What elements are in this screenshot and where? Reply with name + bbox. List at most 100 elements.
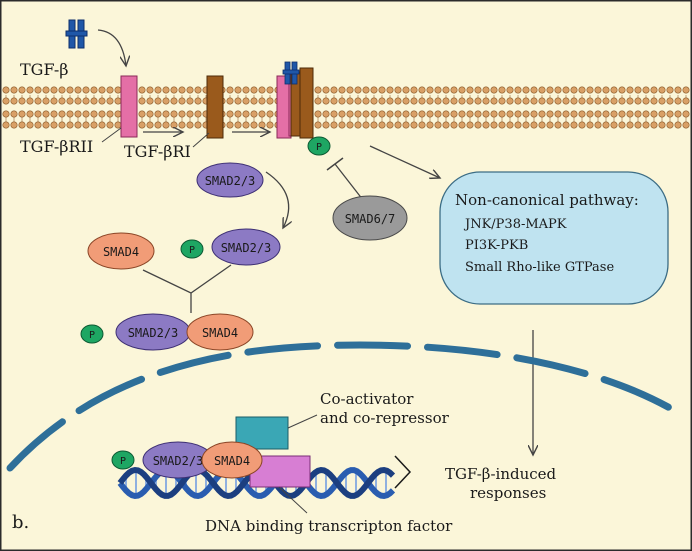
lipid-head xyxy=(170,86,178,94)
lipid-head xyxy=(178,121,186,129)
lipid-head xyxy=(386,110,394,118)
lipid-head xyxy=(170,97,178,105)
lipid-head xyxy=(250,110,258,118)
lipid-head xyxy=(346,121,354,129)
lipid-head xyxy=(2,110,10,118)
lipid-head xyxy=(154,97,162,105)
smad67 xyxy=(332,195,408,241)
lipid-head xyxy=(114,86,122,94)
lipid-head xyxy=(106,121,114,129)
pathway-item-pi3k: PI3K-PKB xyxy=(465,238,528,253)
receptor-phosphate-label: P xyxy=(316,142,322,153)
lipid-head xyxy=(66,110,74,118)
lipid-head xyxy=(10,86,18,94)
smad-phosphorylation-arrow xyxy=(265,171,289,228)
lipid-head xyxy=(602,121,610,129)
lipid-head xyxy=(98,110,106,118)
lipid-head xyxy=(594,121,602,129)
lipid-head xyxy=(434,121,442,129)
tgf-beta-ri-receptor xyxy=(206,75,224,139)
lipid-head xyxy=(362,97,370,105)
smad23-cytoplasmic-label: SMAD2/3 xyxy=(205,174,256,188)
lipid-head xyxy=(162,121,170,129)
complex-smad23-label: SMAD2/3 xyxy=(128,326,179,340)
lipid-head xyxy=(482,121,490,129)
lipid-head xyxy=(250,97,258,105)
lipid-head xyxy=(530,97,538,105)
lipid-head xyxy=(226,86,234,94)
lipid-head xyxy=(634,110,642,118)
lipid-head xyxy=(10,110,18,118)
lipid-head xyxy=(546,97,554,105)
co-activator-pointer xyxy=(287,414,318,429)
lipid-head xyxy=(18,97,26,105)
lipid-head xyxy=(458,121,466,129)
lipid-head xyxy=(394,97,402,105)
lipid-head xyxy=(10,97,18,105)
lipid-head xyxy=(474,86,482,94)
lipid-head xyxy=(258,86,266,94)
nuclear-envelope-arc xyxy=(6,341,686,472)
lipid-head xyxy=(50,121,58,129)
lipid-head xyxy=(314,110,322,118)
lipid-head xyxy=(90,121,98,129)
smad23-cytoplasmic xyxy=(196,162,264,198)
lipid-head xyxy=(18,110,26,118)
lipid-head xyxy=(426,110,434,118)
lipid-head xyxy=(346,86,354,94)
lipid-head xyxy=(450,121,458,129)
lipid-head xyxy=(498,121,506,129)
smad4-free xyxy=(87,232,155,270)
lipid-head xyxy=(266,121,274,129)
lipid-head xyxy=(146,86,154,94)
lipid-head xyxy=(250,121,258,129)
lipid-head xyxy=(74,110,82,118)
lipid-head xyxy=(138,121,146,129)
complex-smad4 xyxy=(186,313,254,351)
co-activator-label-line1: Co-activator xyxy=(320,390,414,408)
lipid-head xyxy=(610,110,618,118)
lipid-head xyxy=(642,121,650,129)
lipid-head xyxy=(506,86,514,94)
lipid-head xyxy=(410,110,418,118)
lipid-head xyxy=(466,86,474,94)
lipid-head xyxy=(106,86,114,94)
lipid-head xyxy=(610,97,618,105)
lipid-head xyxy=(370,121,378,129)
lipid-head xyxy=(258,110,266,118)
lipid-head xyxy=(562,97,570,105)
non-canonical-pathway-box xyxy=(439,171,669,305)
lipid-head xyxy=(402,86,410,94)
lipid-head xyxy=(34,121,42,129)
lipid-head xyxy=(50,86,58,94)
lipid-head xyxy=(58,86,66,94)
lipid-head xyxy=(530,86,538,94)
lipid-head xyxy=(442,121,450,129)
tgf-beta-rii-pointer xyxy=(101,127,122,143)
lipid-head xyxy=(194,97,202,105)
lipid-head xyxy=(10,121,18,129)
lipid-head xyxy=(354,86,362,94)
lipid-head xyxy=(466,97,474,105)
lipid-head xyxy=(82,110,90,118)
lipid-head xyxy=(490,86,498,94)
lipid-head xyxy=(530,121,538,129)
lipid-head xyxy=(378,97,386,105)
lipid-head xyxy=(42,110,50,118)
lipid-head xyxy=(226,97,234,105)
lipid-head xyxy=(154,86,162,94)
lipid-head xyxy=(458,97,466,105)
lipid-head xyxy=(242,97,250,105)
lipid-head xyxy=(18,86,26,94)
lipid-head xyxy=(658,110,666,118)
lipid-head xyxy=(666,86,674,94)
lipid-head xyxy=(522,121,530,129)
lipid-head xyxy=(674,121,682,129)
lipid-head xyxy=(386,86,394,94)
smad67-inhibition-line xyxy=(334,163,364,201)
lipid-head xyxy=(554,110,562,118)
lipid-head xyxy=(186,121,194,129)
lipid-head xyxy=(658,97,666,105)
lipid-head xyxy=(522,97,530,105)
